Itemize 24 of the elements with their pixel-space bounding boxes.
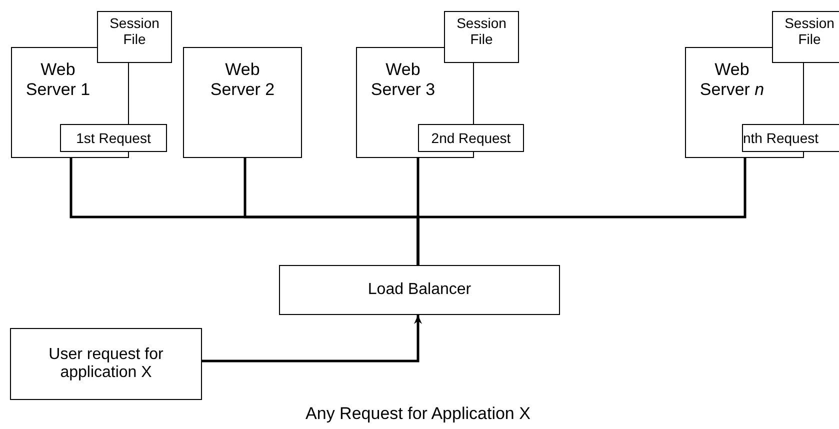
user-request-label: User request for application X: [48, 346, 164, 382]
request-box: [742, 124, 839, 152]
session-file-label: Session File: [108, 15, 160, 48]
request-label: nth Request: [743, 130, 818, 146]
session-file-label: Session File: [784, 15, 836, 48]
server-label: Web Server 1: [24, 60, 92, 100]
session-file-box: [97, 11, 172, 63]
connector-line: [416, 158, 746, 265]
request-box: [60, 124, 167, 152]
request-label: 1st Request: [76, 130, 151, 146]
session-file-box: [444, 11, 519, 63]
arrow: [202, 315, 422, 362]
caption: Any Request for Application X: [304, 404, 532, 424]
session-file-label: Session File: [456, 15, 508, 48]
server-label: Web Server 3: [370, 60, 436, 100]
load-balancer-label: Load Balancer: [368, 280, 472, 300]
user-request-box: [10, 328, 202, 400]
session-file-box: [772, 11, 839, 63]
server-label: Web Server 2: [209, 60, 276, 100]
request-box: [418, 124, 524, 152]
load-balancer-box: [279, 265, 560, 315]
request-label: 2nd Request: [431, 130, 511, 146]
server-box: [183, 47, 302, 158]
server-label: Web Server n: [698, 60, 766, 100]
